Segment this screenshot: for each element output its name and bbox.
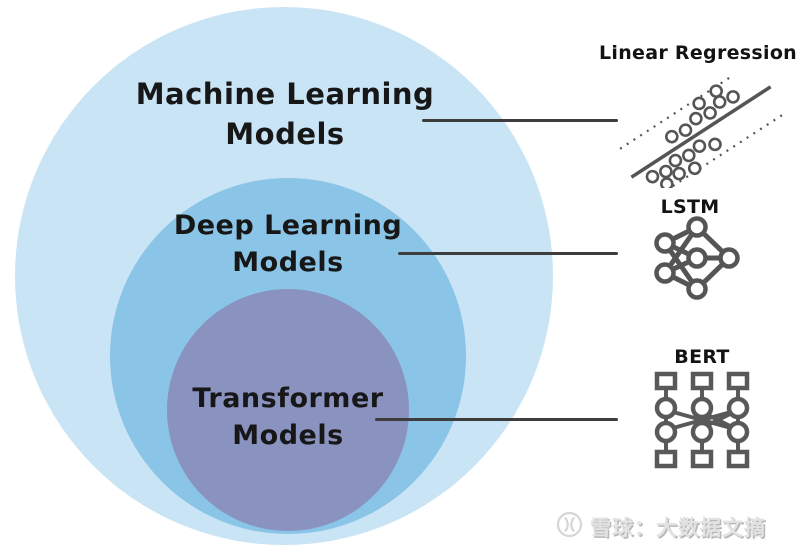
connector-line-deep-learning bbox=[398, 252, 618, 255]
neural-network-icon bbox=[643, 216, 743, 302]
transformer-blocks-icon bbox=[650, 368, 754, 472]
transformer-label: Transformer Models bbox=[148, 380, 428, 455]
lstm-label: LSTM bbox=[660, 196, 720, 218]
connector-line-transformer bbox=[375, 418, 618, 421]
machine-learning-label-line1: Machine Learning bbox=[135, 77, 435, 111]
linear-regression-label: Linear Regression bbox=[598, 42, 798, 64]
machine-learning-label: Machine Learning Models bbox=[118, 74, 452, 154]
deep-learning-label-line1: Deep Learning bbox=[173, 210, 403, 241]
machine-learning-label-line2: Models bbox=[225, 117, 345, 152]
connector-line-machine-learning bbox=[422, 119, 618, 122]
transformer-circle bbox=[167, 289, 409, 531]
watermark: 雪球：大数据文摘 bbox=[556, 511, 766, 542]
bert-label: BERT bbox=[674, 346, 730, 368]
deep-learning-label-line2: Models bbox=[232, 247, 344, 279]
watermark-text: 雪球：大数据文摘 bbox=[590, 515, 766, 540]
deep-learning-label: Deep Learning Models bbox=[138, 207, 438, 282]
transformer-label-line1: Transformer bbox=[192, 383, 384, 414]
scatter-regression-icon bbox=[606, 55, 796, 209]
xueqiu-logo-icon bbox=[556, 511, 583, 542]
transformer-label-line2: Models bbox=[232, 420, 344, 452]
